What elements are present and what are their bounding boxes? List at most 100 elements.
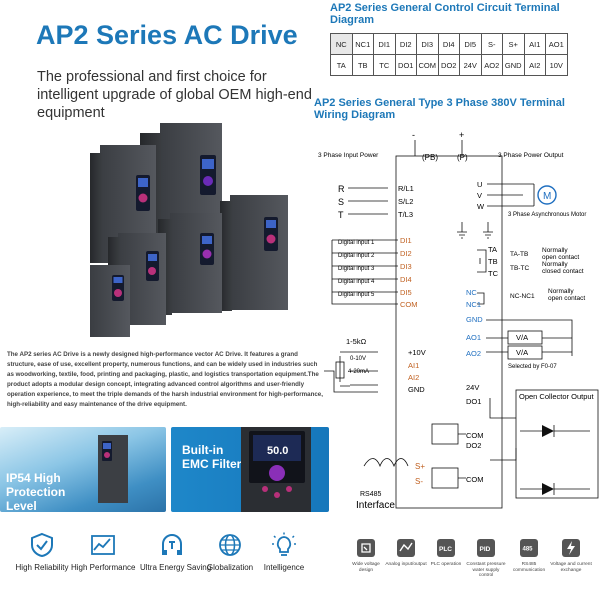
terminal-cell: NC1 — [351, 33, 374, 55]
terminal-do1: DO1 — [466, 397, 481, 406]
digital-input-4: Digital input 4 — [338, 279, 375, 285]
rs485-glyph: 485 — [523, 547, 534, 553]
product-description: The AP2 series AC Drive is a newly desig… — [7, 351, 323, 408]
bottom-feature-pid: PID Constant pressure water supply contr… — [465, 538, 507, 579]
terminal-cell: GND — [502, 54, 525, 76]
terminal-cell: S- — [480, 33, 503, 55]
terminal-cell: AO1 — [545, 33, 568, 55]
product-image — [90, 123, 288, 337]
bottom-feature-voltage-current: Voltage and current exchange — [550, 538, 592, 573]
motor-icon — [537, 185, 557, 205]
terminal-gnd: GND — [466, 315, 483, 324]
terminal-cell: COM — [416, 54, 439, 76]
terminal-do-com: COM — [466, 431, 484, 440]
line-chart-icon — [91, 535, 115, 555]
terminal-di3: DI3 — [400, 262, 412, 271]
terminal-t-l3: T/L3 — [398, 210, 413, 219]
feature-label: Globalization — [206, 563, 254, 572]
terminal-di2: DI2 — [400, 249, 412, 258]
ao-note: Selected by F0-07 — [508, 364, 557, 370]
terminal-cell: TC — [373, 54, 396, 76]
range-4-20ma: 4-20mA — [348, 369, 369, 375]
terminal-cell: DO1 — [394, 54, 417, 76]
relay-text-2a: Normally — [542, 261, 568, 268]
output-power-label: 3 Phase Power Output — [498, 152, 564, 159]
terminal-com: COM — [400, 300, 418, 309]
terminal-cell: DI3 — [416, 33, 439, 55]
pot-label: 1-5kΩ — [346, 337, 367, 346]
terminal-u: U — [477, 180, 482, 189]
feature-globalization: Globalization — [198, 532, 262, 572]
range-0-10v: 0-10V — [350, 356, 366, 362]
wide-voltage-icon — [357, 539, 375, 557]
terminal-cell: TA — [330, 54, 353, 76]
terminal-nc: NC — [466, 288, 477, 297]
terminal-cell: DI1 — [373, 33, 396, 55]
terminal-cell: AI1 — [523, 33, 546, 55]
oc-output-label: Open Collector Output — [519, 392, 595, 401]
terminal-s-plus: S+ — [415, 462, 425, 471]
page-subtitle: The professional and first choice for in… — [37, 69, 312, 121]
plc-icon: PLC — [437, 539, 455, 557]
relay-text-3a: Normally — [548, 288, 574, 295]
bottom-feature-rs485: 485 RS485 communication — [508, 538, 550, 573]
terminal-analog-gnd: GND — [408, 385, 425, 394]
bottom-feature-label: Analog input/output — [385, 562, 427, 567]
terminal-s-minus: S- — [415, 477, 423, 486]
terminal-tb: TB — [488, 257, 498, 266]
digital-input-1: Digital input 1 — [338, 240, 375, 246]
feature-high-reliability: High Reliability — [10, 532, 74, 572]
terminal-cell: AO2 — [480, 54, 503, 76]
interface-label: Interface — [356, 500, 395, 511]
relay-code-2: TB-TC — [510, 265, 529, 272]
terminal-row-1: NC NC1 DI1 DI2 DI3 DI4 DI5 S- S+ AI1 AO1 — [330, 33, 568, 55]
relay-text-3b: open contact — [548, 295, 585, 302]
terminal-di4: DI4 — [400, 275, 412, 284]
bottom-feature-wide-voltage: Wide voltage design — [345, 538, 387, 573]
rs485-icon: 485 — [520, 539, 538, 557]
terminal-cell: DI5 — [459, 33, 482, 55]
page-title: AP2 Series AC Drive — [36, 20, 298, 50]
terminal-24v: 24V — [466, 383, 479, 392]
bottom-feature-label: Constant pressure water supply control — [466, 562, 506, 579]
digital-input-3: Digital input 3 — [338, 266, 375, 272]
phase-r: R — [338, 184, 345, 194]
digital-input-5: Digital input 5 — [338, 292, 375, 298]
control-terminal-title: AP2 Series General Control Circuit Termi… — [330, 2, 560, 26]
input-power-label: 3 Phase Input Power — [318, 152, 379, 159]
terminal-row-2: TA TB TC DO1 COM DO2 24V AO2 GND AI2 10V — [330, 54, 568, 76]
relay-code-1: TA-TB — [510, 251, 528, 258]
emc-label: Built-in EMC Filter — [182, 443, 242, 471]
globe-icon — [219, 534, 241, 556]
feature-intelligence: Intelligence — [252, 532, 316, 572]
terminal-r-l1: R/L1 — [398, 184, 414, 193]
shield-check-icon — [31, 532, 53, 558]
ip54-label: IP54 High Protection Level — [6, 471, 66, 512]
rs485-label: RS485 — [360, 491, 382, 498]
relay-text-1a: Normally — [542, 247, 568, 254]
bottom-feature-label: Wide voltage design — [352, 562, 380, 573]
va-meter-2: V/A — [516, 348, 528, 357]
phase-s: S — [338, 197, 344, 207]
feature-label: High Reliability — [15, 563, 69, 572]
terminal-ao1: AO1 — [466, 333, 481, 342]
bottom-feature-plc: PLC PLC operation — [425, 538, 467, 568]
pb-label: (PB) — [422, 153, 438, 162]
terminal-cell: DO2 — [437, 54, 460, 76]
pid-icon: PID — [477, 539, 495, 557]
terminal-do2: DO2 — [466, 441, 481, 450]
relay-text-2b: closed contact — [542, 268, 584, 275]
lightbulb-icon — [272, 532, 296, 556]
terminal-di1: DI1 — [400, 236, 412, 245]
terminal-cell: TB — [351, 54, 374, 76]
motor-symbol: M — [543, 191, 551, 202]
plus-label: + — [459, 130, 464, 140]
terminal-ai1: AI1 — [408, 361, 419, 370]
bottom-feature-label: Voltage and current exchange — [550, 562, 592, 573]
terminal-ai2: AI2 — [408, 373, 419, 382]
drive-unit-image — [98, 435, 128, 503]
terminal-cell: S+ — [502, 33, 525, 55]
terminal-w: W — [477, 202, 485, 211]
terminal-tc: TC — [488, 269, 499, 278]
minus-label: - — [412, 130, 415, 140]
